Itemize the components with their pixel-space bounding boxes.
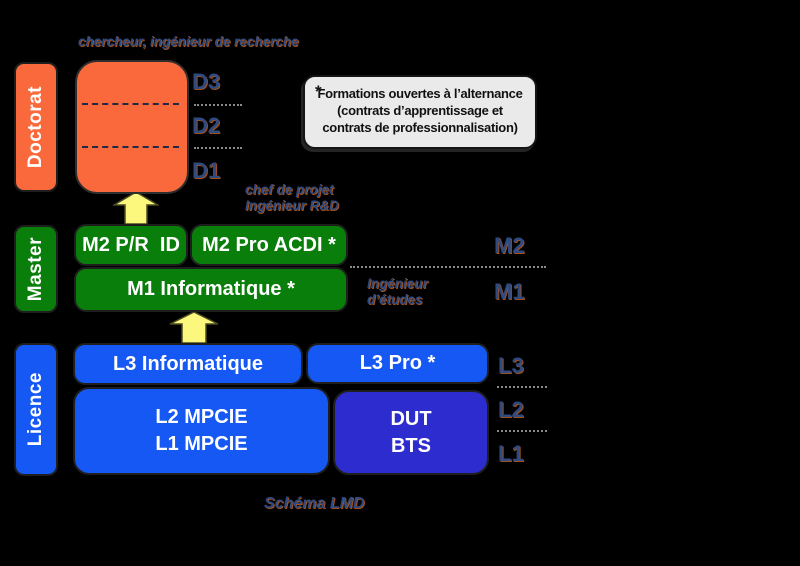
- level-label-l3: L3: [498, 353, 524, 378]
- level-label-l2: L2: [498, 397, 524, 422]
- legend-line-3: contrats de professionnalisation): [322, 120, 518, 135]
- box-l1-mpcie-label: L1 MPCIE: [155, 433, 248, 455]
- legend-line-2: (contrats d’apprentissage et: [337, 103, 503, 118]
- track-master-label: Master: [25, 236, 46, 302]
- level-label-d1: D1: [192, 158, 221, 183]
- box-m2-pro: M2 Pro ACDI *: [190, 224, 348, 266]
- box-l3-pro: L3 Pro *: [306, 343, 489, 384]
- annotation-doctorat-jobs: chercheur, ingénieur de recherche: [78, 34, 299, 49]
- dotted-separator-d2-d1: [194, 147, 242, 149]
- annotation-master-jobs-line1: chef de projet: [245, 182, 334, 197]
- level-label-l1: L1: [498, 441, 524, 466]
- dotted-separator-m2-m1: [350, 266, 546, 268]
- doctorat-divider-d3-d2: [82, 103, 179, 105]
- doctorat-divider-d2-d1: [82, 146, 179, 148]
- track-master: Master: [14, 225, 58, 313]
- diagram-caption: Schéma LMD: [264, 495, 365, 512]
- annotation-master-jobs-line2: Ingénieur R&D: [245, 197, 339, 213]
- box-l3-informatique: L3 Informatique: [73, 343, 303, 385]
- box-dut-bts: DUT BTS: [333, 390, 489, 475]
- track-doctorat: Doctorat: [14, 62, 58, 192]
- annotation-m1-jobs-line2: d’études: [367, 291, 423, 307]
- up-arrow-to-master-icon: [169, 311, 219, 344]
- box-l2-mpcie-label: L2 MPCIE: [155, 406, 248, 428]
- dotted-separator-d3-d2: [194, 104, 242, 106]
- level-label-m2: M2: [494, 233, 525, 258]
- box-dut-label: DUT: [390, 407, 432, 430]
- doctorat-box: [75, 60, 189, 194]
- level-label-m1: M1: [494, 279, 525, 304]
- track-licence: Licence: [14, 343, 58, 476]
- dotted-separator-l2-l1: [497, 430, 547, 432]
- legend-star: *: [315, 82, 322, 101]
- level-label-d2: D2: [192, 113, 221, 138]
- level-label-d3: D3: [192, 69, 221, 94]
- up-arrow-to-doctorat-icon: [113, 191, 159, 225]
- box-m2-research: M2 P/R ID: [74, 224, 188, 266]
- track-doctorat-label: Doctorat: [25, 85, 46, 169]
- annotation-master-jobs: chef de projet Ingénieur R&D: [245, 182, 339, 213]
- track-licence-label: Licence: [25, 372, 46, 447]
- box-bts-label: BTS: [390, 434, 431, 457]
- annotation-m1-jobs: Ingénieur d’études: [367, 276, 428, 307]
- dotted-separator-l3-l2: [497, 386, 547, 388]
- box-m1-informatique: M1 Informatique *: [74, 267, 348, 312]
- annotation-m1-jobs-line1: Ingénieur: [367, 276, 428, 291]
- legend-line-1: Formations ouvertes à l’alternance: [317, 86, 523, 101]
- box-l2-l1-mpcie: L2 MPCIE L1 MPCIE: [73, 387, 330, 475]
- legend-box: * Formations ouvertes à l’alternance (co…: [303, 75, 537, 149]
